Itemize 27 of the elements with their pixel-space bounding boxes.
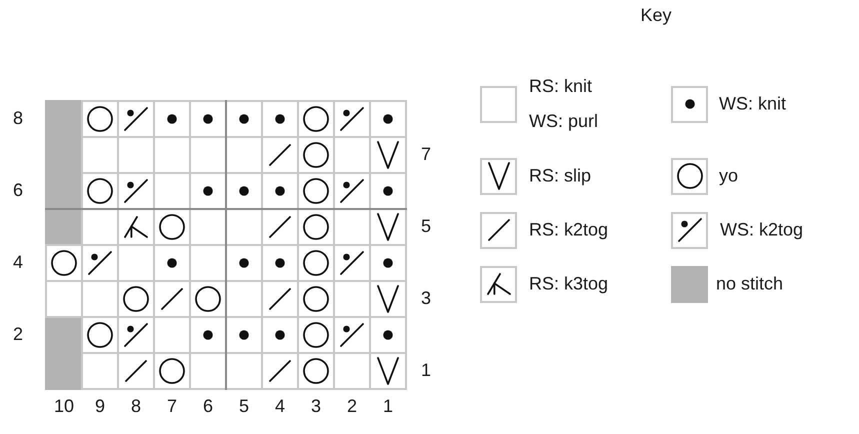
legend-label: RS: k2tog (529, 218, 608, 242)
legend-label: no stitch (716, 272, 784, 296)
row-number: 1 (421, 360, 431, 382)
column-number: 9 (95, 396, 105, 418)
row-number: 2 (13, 324, 23, 346)
column-number: 2 (347, 396, 357, 418)
column-number: 1 (383, 396, 393, 418)
row-number: 7 (421, 144, 431, 166)
row-number: 4 (13, 252, 23, 274)
column-number: 8 (131, 396, 141, 418)
row-number: 3 (421, 288, 431, 310)
column-number: 10 (54, 396, 74, 418)
legend-label: yo (719, 164, 738, 188)
column-number: 4 (275, 396, 285, 418)
column-number: 3 (311, 396, 321, 418)
column-number: 7 (167, 396, 177, 418)
legend-label: RS: k3tog (529, 272, 608, 296)
legend-label: RS: knit WS: purl (529, 75, 600, 133)
row-number: 6 (13, 180, 23, 202)
column-number: 5 (239, 396, 249, 418)
row-number: 8 (13, 108, 23, 130)
row-number: 5 (421, 216, 431, 238)
column-number: 6 (203, 396, 213, 418)
legend-label: WS: k2tog (720, 218, 804, 242)
legend-label: WS: knit (719, 92, 786, 116)
legend-heading: Key (640, 5, 672, 27)
legend-label: RS: slip (529, 164, 592, 188)
